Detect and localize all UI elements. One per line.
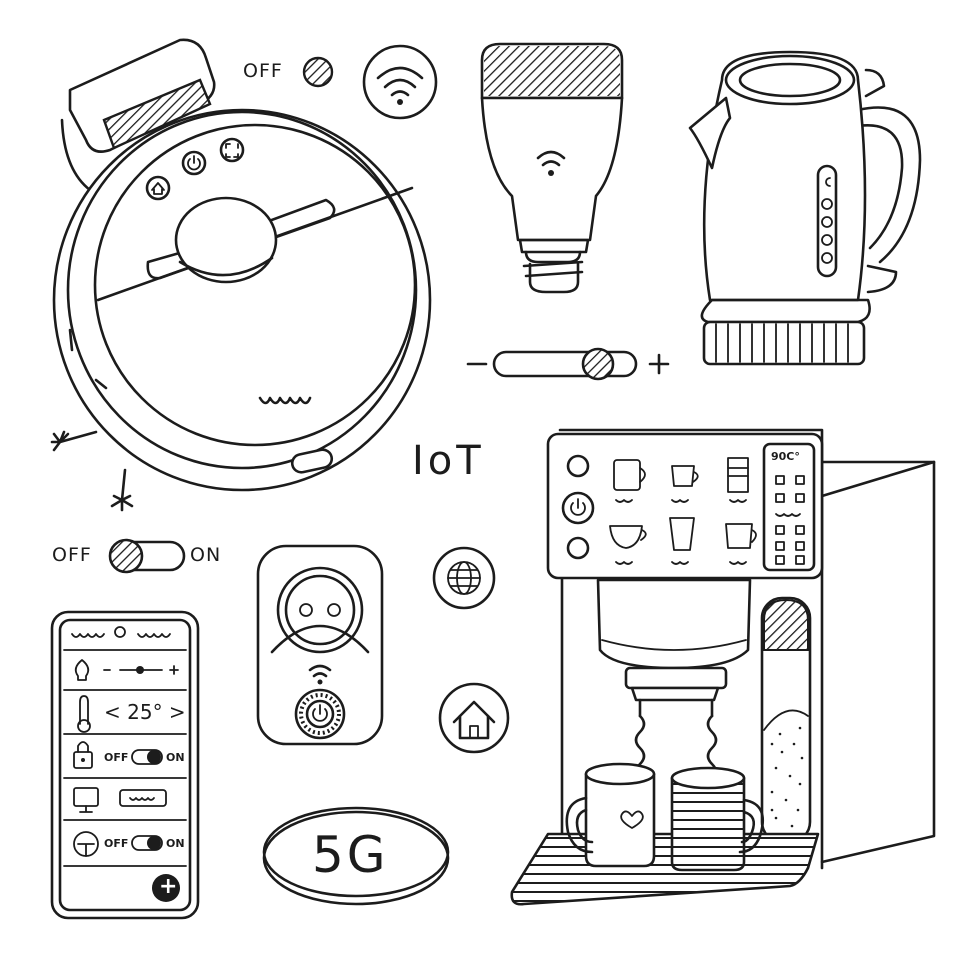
phone-dial-off-label: OFF: [104, 837, 129, 850]
phone-dial-on-label: ON: [166, 837, 185, 850]
electric-kettle-icon: [688, 50, 922, 366]
phone-lock-on-label: ON: [166, 751, 185, 764]
5g-badge: [262, 806, 450, 906]
toggle-knob-icon[interactable]: [302, 56, 334, 88]
home-icon: [438, 682, 510, 754]
thermometer-icon: [77, 695, 91, 733]
phone-temperature-value: < 25° >: [104, 700, 186, 724]
5g-label: 5G: [312, 826, 389, 884]
add-button[interactable]: [152, 874, 180, 902]
smartphone-icon: [50, 610, 200, 920]
lock-icon: [73, 741, 93, 769]
add-button-symbol: +: [159, 874, 178, 899]
toggle-on-label: ON: [190, 544, 222, 566]
robot-vacuum-icon: [50, 38, 432, 512]
toggle-off-label: OFF: [243, 60, 283, 82]
coffee-temperature: 90C°: [771, 450, 800, 463]
dimmer-slider[interactable]: [466, 347, 670, 381]
smart-bulb-icon: [480, 42, 624, 294]
monitor-icon: [73, 787, 99, 813]
wifi-icon: [362, 44, 438, 120]
iot-title: IoT: [412, 438, 485, 484]
mug-icon: [565, 762, 656, 868]
coffee-machine-icon: [510, 428, 936, 906]
phone-lock-off-label: OFF: [104, 751, 129, 764]
power-toggle-switch[interactable]: [108, 538, 186, 574]
toggle-off-label: OFF: [52, 544, 92, 566]
mug-icon: [670, 766, 765, 872]
globe-icon: [432, 546, 496, 610]
smart-plug-icon: [256, 544, 384, 746]
